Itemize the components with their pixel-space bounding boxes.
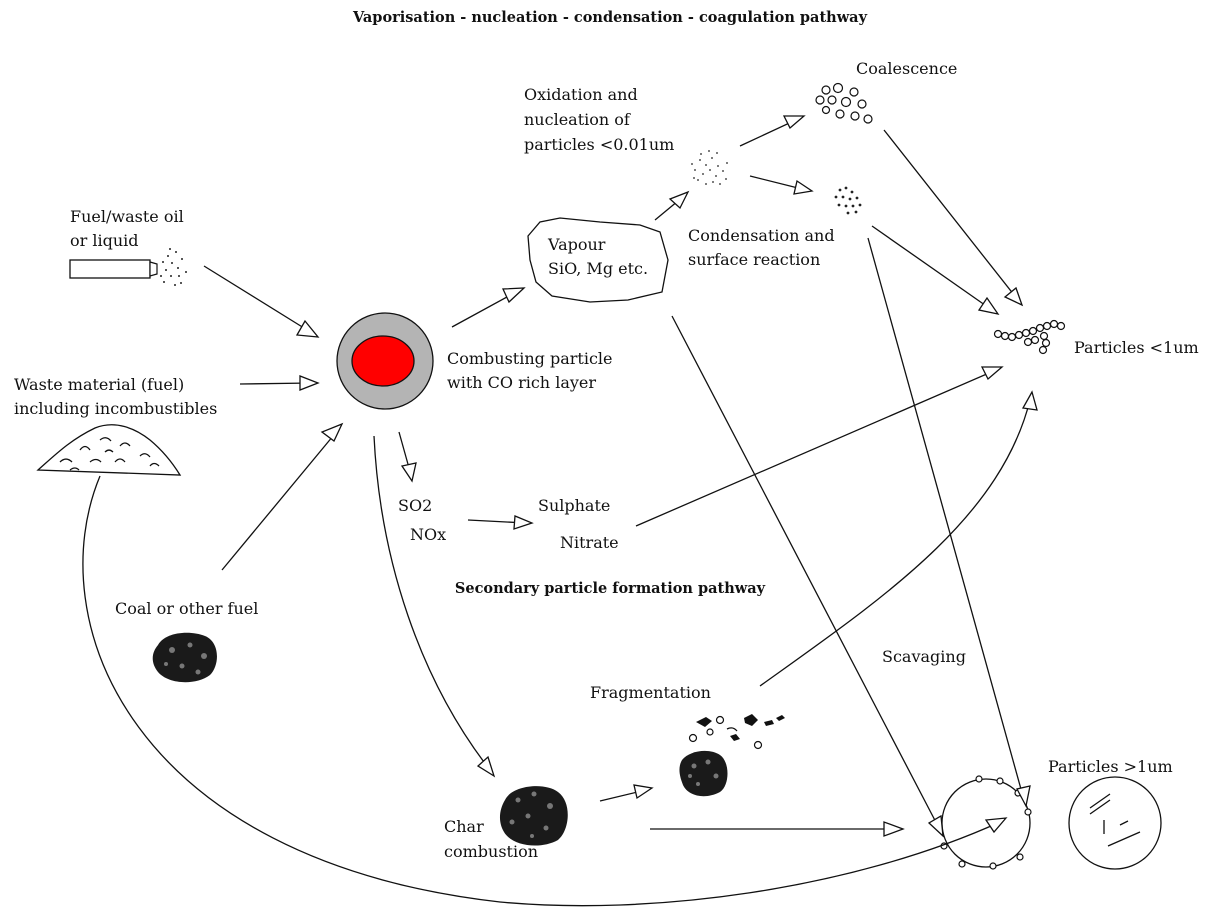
label-vapour-line2: SiO, Mg etc.	[548, 259, 648, 278]
arrow-particle-to-so2	[398, 431, 417, 483]
nucleation-dots-icon	[691, 150, 728, 185]
arrow-vapour-to-large	[671, 315, 944, 838]
arrow-particle-to-char	[373, 435, 496, 778]
label-fuel-oil-line2: or liquid	[70, 231, 139, 250]
label-scavaging: Scavaging	[882, 647, 966, 666]
particle-with-inclusions-icon	[1068, 776, 1162, 870]
arrow-particle-to-vapour	[451, 287, 526, 328]
label-fragmentation: Fragmentation	[590, 683, 711, 702]
arrow-coal-to-particle	[221, 422, 344, 571]
label-combusting-line1: Combusting particle	[447, 349, 613, 368]
fragmentation-pieces-icon	[679, 714, 785, 797]
vapour-cloud-shape	[527, 217, 669, 303]
label-waste-line1: Waste material (fuel)	[14, 375, 184, 394]
arrow-char-to-fragmentation	[599, 784, 654, 802]
arrow-condensation-to-small	[871, 225, 1000, 315]
arrow-waste-to-particle	[239, 375, 320, 391]
label-coal: Coal or other fuel	[115, 599, 258, 618]
label-oxidation-line3: particles <0.01um	[524, 135, 674, 154]
fuel-nozzle-icon	[69, 248, 187, 286]
combusting-particle-icon	[336, 312, 434, 410]
arrow-coalescence-to-small	[883, 129, 1024, 307]
arrow-fuel-oil-to-particle	[203, 265, 320, 338]
label-fuel-oil-line1: Fuel/waste oil	[70, 207, 184, 226]
arrow-oxidation-to-coalescence	[739, 115, 806, 147]
label-oxidation-line2: nucleation of	[524, 110, 631, 129]
condensation-cluster-icon	[834, 186, 862, 215]
arrow-so2-to-sulphate	[467, 515, 534, 530]
label-nitrate: Nitrate	[560, 533, 619, 552]
coalescence-circles-icon	[815, 82, 873, 124]
coal-lump-icon	[152, 632, 217, 683]
label-coalescence: Coalescence	[856, 59, 957, 78]
label-sulphate: Sulphate	[538, 496, 610, 515]
label-char-line1: Char	[444, 817, 484, 836]
label-vapour-line1: Vapour	[547, 235, 606, 254]
arrow-char-to-large	[650, 821, 905, 837]
arrow-oxidation-to-condensation	[749, 175, 814, 195]
arrow-condensation-to-large	[867, 237, 1031, 808]
label-condensation-line2: surface reaction	[688, 250, 820, 269]
large-particle-icon	[940, 775, 1032, 870]
particle-chain-icon	[993, 319, 1066, 355]
label-particles-large: Particles >1um	[1048, 757, 1173, 776]
arrow-vapour-to-oxidation	[654, 190, 690, 221]
title-secondary-pathway: Secondary particle formation pathway	[455, 580, 766, 597]
label-char-line2: combustion	[444, 842, 538, 861]
label-combusting-line2: with CO rich layer	[447, 373, 596, 392]
label-so2: SO2	[398, 496, 432, 515]
label-condensation-line1: Condensation and	[688, 226, 835, 245]
label-nox: NOx	[410, 525, 446, 544]
waste-pile-icon	[36, 424, 182, 476]
label-particles-small: Particles <1um	[1074, 338, 1199, 357]
arrow-waste-to-large	[82, 475, 1008, 907]
char-particle-icon	[499, 786, 568, 846]
label-oxidation-line1: Oxidation and	[524, 85, 638, 104]
label-waste-line2: including incombustibles	[14, 399, 217, 418]
arrow-fragmentation-to-small	[759, 390, 1038, 687]
arrow-nitrate-to-small	[635, 366, 1004, 527]
title-vaporisation-pathway: Vaporisation - nucleation - condensation…	[352, 9, 868, 26]
